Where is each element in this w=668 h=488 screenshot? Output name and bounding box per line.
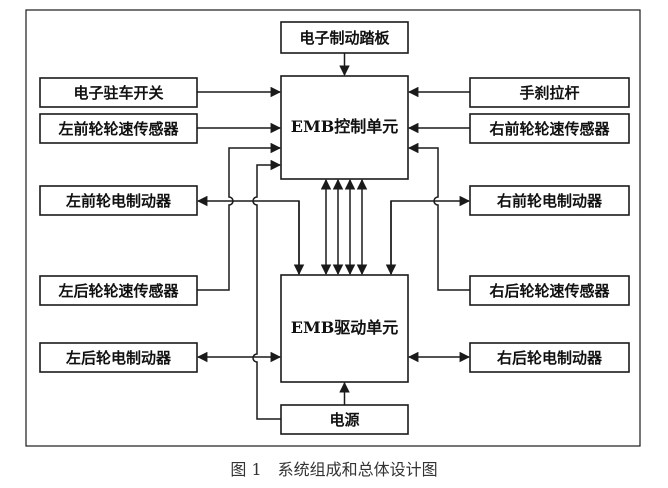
drive-to-lf-brake-arrow <box>196 195 300 274</box>
handbrake-label: 手刹拉杆 <box>519 84 579 102</box>
emb-control-unit-label: EMB控制单元 <box>291 117 398 136</box>
ebrake-switch-box: 电子驻车开关 <box>39 77 198 108</box>
lf-speed-sensor-box: 左前轮轮速传感器 <box>39 113 198 144</box>
power-label: 电源 <box>329 411 359 429</box>
lr-brake-label: 左后轮电制动器 <box>65 349 172 367</box>
rr-speed-to-control-arrow <box>407 142 470 291</box>
lr-brake-box: 左后轮电制动器 <box>39 342 198 373</box>
rr-speed-sensor-box: 右后轮轮速传感器 <box>469 275 630 306</box>
lf-brake-label: 左前轮电制动器 <box>65 192 172 210</box>
lr-speed-to-control-arrow <box>197 142 282 291</box>
emb-drive-unit-label: EMB驱动单元 <box>291 318 398 337</box>
rf-brake-label: 右前轮电制动器 <box>497 192 603 210</box>
rf-brake-box: 右前轮电制动器 <box>469 185 630 216</box>
lf-speed-sensor-label: 左前轮轮速传感器 <box>57 120 179 138</box>
rr-brake-box: 右后轮电制动器 <box>469 342 630 373</box>
figure-caption: 图 1 系统组成和总体设计图 <box>230 460 437 479</box>
rr-brake-label: 右后轮电制动器 <box>497 349 603 367</box>
pedal-box: 电子制动踏板 <box>280 21 409 54</box>
drive-to-rf-brake-arrow <box>390 195 471 274</box>
pedal-label: 电子制动踏板 <box>299 29 390 47</box>
lr-speed-sensor-label: 左后轮轮速传感器 <box>57 282 179 300</box>
lf-brake-box: 左前轮电制动器 <box>39 185 198 216</box>
ebrake-switch-label: 电子驻车开关 <box>73 84 163 102</box>
handbrake-box: 手刹拉杆 <box>469 77 630 108</box>
lr-speed-sensor-box: 左后轮轮速传感器 <box>39 275 198 306</box>
emb-drive-unit-box: EMB驱动单元 <box>280 274 409 383</box>
diagram-frame <box>25 9 641 447</box>
emb-control-unit-box: EMB控制单元 <box>280 75 409 180</box>
rr-speed-sensor-label: 右后轮轮速传感器 <box>489 282 610 300</box>
rf-speed-sensor-box: 右前轮轮速传感器 <box>469 113 630 144</box>
rf-speed-sensor-label: 右前轮轮速传感器 <box>489 120 610 138</box>
power-box: 电源 <box>280 404 409 435</box>
power-to-control-arrow <box>252 159 282 420</box>
